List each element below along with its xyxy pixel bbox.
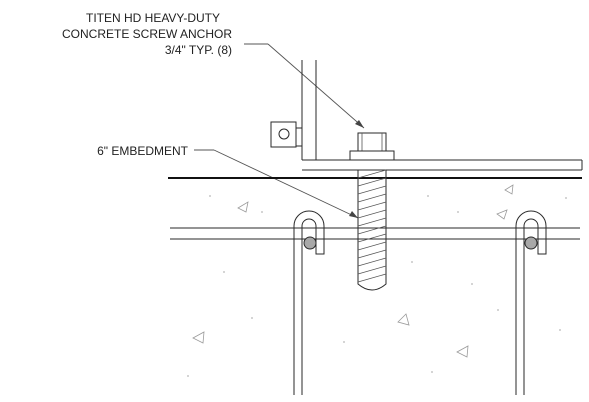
rebar-section-left: [303, 236, 317, 250]
anchor-callout-line-2: CONCRETE SCREW ANCHOR: [62, 27, 232, 41]
stirrup-left: [293, 210, 325, 395]
rebar-section-right: [524, 236, 538, 250]
concrete-hatch: [187, 184, 567, 377]
stirrup-right: [515, 210, 547, 395]
anchor-shank: [357, 169, 387, 291]
bolt-circle-icon: [278, 128, 290, 140]
anchor-callout-line-1: TITEN HD HEAVY-DUTY: [86, 11, 220, 25]
horizontal-rebar: [170, 227, 580, 240]
anchor-head: [349, 132, 395, 161]
anchor-leader: [244, 43, 365, 129]
side-clip: [270, 121, 302, 148]
embedment-callout: 6" EMBEDMENT: [97, 144, 189, 158]
base-plate: [302, 159, 583, 171]
anchor-callout-line-3: 3/4" TYP. (8): [165, 43, 232, 57]
steel-post: [301, 60, 317, 160]
embedment-leader: [194, 149, 359, 219]
